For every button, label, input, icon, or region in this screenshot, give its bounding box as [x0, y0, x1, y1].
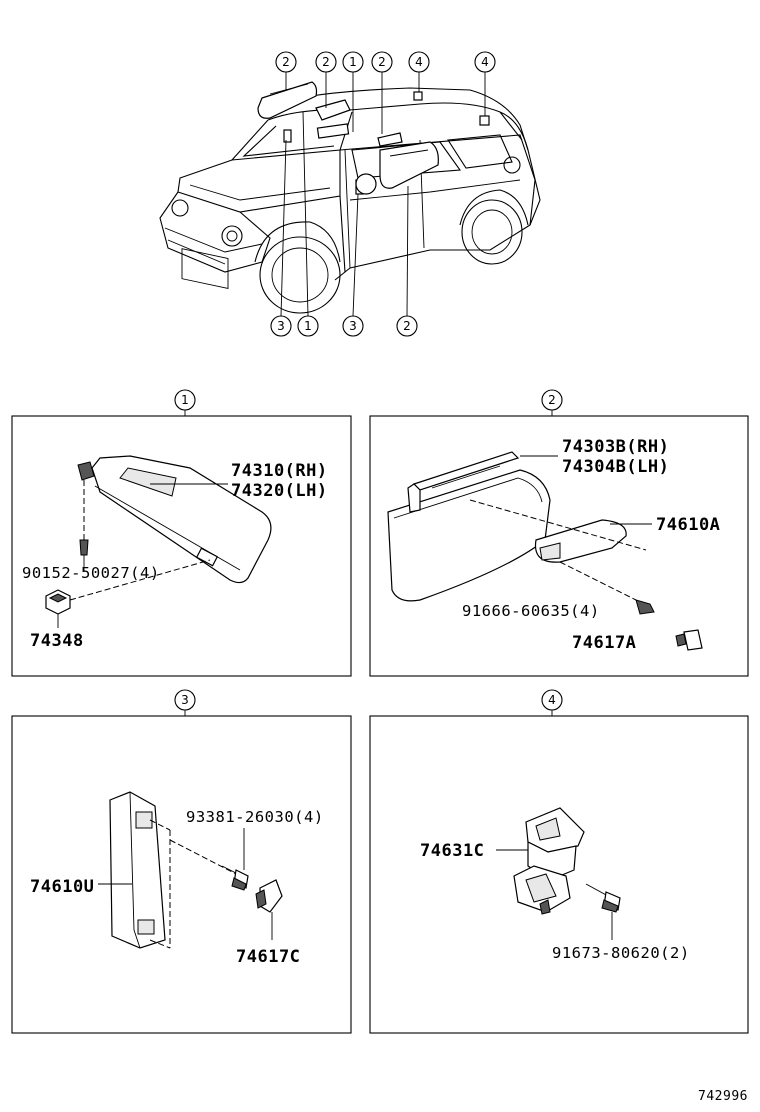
sunvisor-2	[387, 451, 551, 602]
screw-93381	[221, 828, 249, 891]
panel-4-frame	[369, 715, 749, 1034]
screw-91673	[585, 883, 621, 940]
panel-1: 1 74310(RH) 74320(LH) 90152-50027(4) 743…	[11, 389, 352, 677]
callout-top-4: 2	[378, 55, 386, 69]
part-91673-80620: 91673-80620(2)	[552, 944, 690, 962]
part-74631C: 74631C	[420, 841, 484, 861]
bracket-74631C	[496, 807, 585, 915]
callout-bottom-4: 2	[403, 319, 411, 333]
callout-top-5: 4	[415, 55, 423, 69]
callout-top-3: 1	[349, 55, 357, 69]
panel-1-id: 1	[181, 393, 189, 407]
screw-91666	[635, 599, 655, 615]
part-91666-60635: 91666-60635(4)	[462, 602, 600, 620]
panel-4-id: 4	[548, 693, 556, 707]
panel-2: 2 74303B(RH) 74304B(LH) 74610A 91	[369, 389, 749, 677]
vehicle-overview: 2 2 1 2 4 4 3 1 3 2	[159, 51, 541, 337]
part-74610U: 74610U	[30, 877, 94, 897]
overview-callouts-bottom: 3 1 3 2	[270, 315, 418, 337]
part-74617A: 74617A	[572, 633, 636, 653]
cover-74617A	[675, 629, 703, 651]
sunvisor-1	[77, 455, 272, 584]
part-74617C: 74617C	[236, 947, 300, 967]
overview-sunvisor-rh	[379, 141, 439, 189]
panel-2-id: 2	[548, 393, 556, 407]
overview-grip-rear	[377, 132, 403, 147]
callout-bottom-2: 1	[304, 319, 312, 333]
callout-top-1: 2	[282, 55, 290, 69]
holder-74348	[45, 559, 211, 628]
part-74303B: 74303B(RH)	[562, 437, 669, 457]
panel-4: 4 74631C 91673-80620(2)	[369, 689, 749, 1034]
panel-3-frame	[11, 715, 352, 1034]
part-74348: 74348	[30, 631, 84, 651]
part-74320: 74320(LH)	[231, 481, 328, 501]
overview-callouts-top: 2 2 1 2 4 4	[275, 51, 496, 73]
part-90152-50027: 90152-50027(4)	[22, 564, 160, 582]
overview-grip-front	[315, 99, 351, 121]
panel-1-frame	[11, 415, 352, 677]
overview-visor-mount	[316, 123, 350, 139]
panel-3: 3 93381-26030(4) 74610U 74617C	[11, 689, 352, 1034]
panel-3-id: 3	[181, 693, 189, 707]
diagram-code: 742996	[698, 1089, 748, 1104]
callout-bottom-3: 3	[349, 319, 357, 333]
panel-2-frame	[369, 415, 749, 677]
part-74610A: 74610A	[656, 515, 720, 535]
callout-top-2: 2	[322, 55, 330, 69]
overview-small-parts	[283, 91, 490, 195]
grip-74610A	[469, 499, 647, 601]
grip-74610U	[109, 791, 241, 949]
part-93381-26030: 93381-26030(4)	[186, 808, 324, 826]
overview-leaders	[280, 72, 486, 317]
cover-74617C	[255, 879, 283, 940]
part-74304B: 74304B(LH)	[562, 457, 669, 477]
part-74310: 74310(RH)	[231, 461, 328, 481]
callout-bottom-1: 3	[277, 319, 285, 333]
overview-sunvisor-lh	[257, 81, 318, 119]
screw-90152	[79, 480, 89, 566]
callout-top-6: 4	[481, 55, 489, 69]
